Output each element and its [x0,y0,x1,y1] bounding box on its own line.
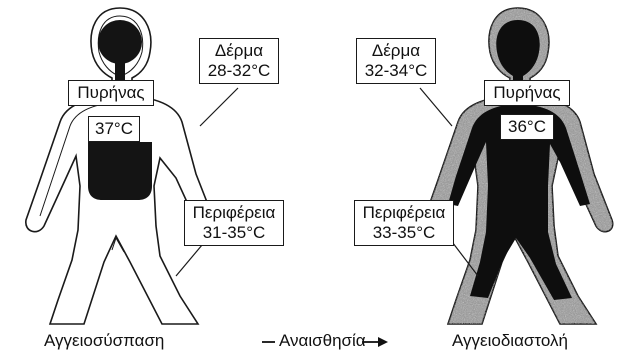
left-skin-temp: 28-32°C [204,61,274,81]
right-body [424,8,613,324]
caption-anesthesia: Αναισθησία [279,331,366,351]
left-periphery-temp: 31-35°C [189,223,279,243]
left-core-label: Πυρήνας [68,80,154,106]
right-core-temp: 36°C [505,117,549,137]
right-core-temp-label: 36°C [500,114,554,140]
right-periphery-label: Περιφέρεια 33-35°C [354,200,454,246]
left-core-name: Πυρήνας [73,83,149,103]
right-core-label: Πυρήνας [484,80,570,106]
caption-vasoconstriction: Αγγειοσύσπαση [44,331,164,351]
right-skin-temp: 32-34°C [361,61,431,81]
left-core-temp: 37°C [93,119,135,139]
left-periphery-label: Περιφέρεια 31-35°C [184,200,284,246]
left-head-core [98,20,142,64]
right-periphery-name: Περιφέρεια [359,203,449,223]
right-core-name: Πυρήνας [489,83,565,103]
left-skin-name: Δέρμα [204,41,274,61]
left-body [26,8,215,324]
left-skin-label: Δέρμα 28-32°C [199,38,279,84]
left-core-temp-label: 37°C [88,116,140,142]
left-trunk-core [88,142,152,200]
caption-vasodilation: Αγγειοδιαστολή [452,331,568,351]
left-periphery-name: Περιφέρεια [189,203,279,223]
right-core [448,20,590,300]
right-skin-label: Δέρμα 32-34°C [356,38,436,84]
right-skin-name: Δέρμα [361,41,431,61]
right-periphery-temp: 33-35°C [359,223,449,243]
